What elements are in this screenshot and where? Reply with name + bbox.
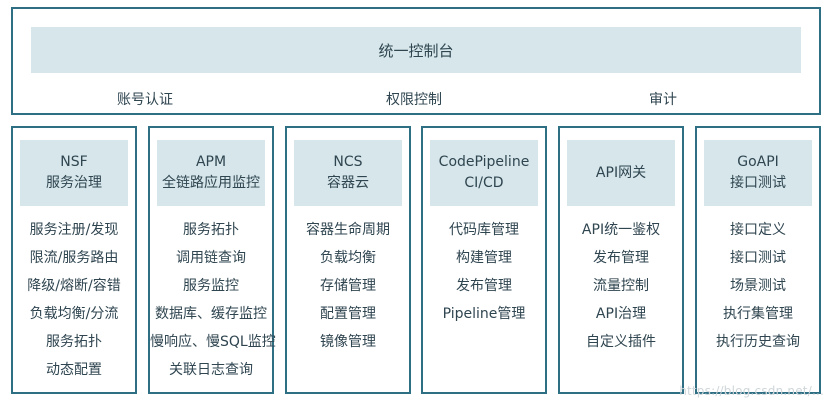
column-item-list: 容器生命周期 负载均衡 存储管理 配置管理 镜像管理 [287, 216, 409, 356]
column-header: NCS 容器云 [294, 140, 402, 206]
column-item-list: 接口定义 接口测试 场景测试 执行集管理 执行历史查询 [697, 216, 819, 356]
list-item: 接口定义 [730, 222, 786, 238]
column-header: NSF 服务治理 [20, 140, 128, 206]
list-item: 接口测试 [730, 250, 786, 266]
column-subtitle: 容器云 [327, 175, 369, 191]
console-item-account-auth: 账号认证 [117, 92, 173, 108]
list-item: 自定义插件 [586, 334, 656, 350]
list-item: 容器生命周期 [306, 222, 390, 238]
list-item: API治理 [595, 306, 647, 322]
console-item-audit: 审计 [649, 92, 677, 108]
list-item: 执行历史查询 [716, 334, 800, 350]
list-item: 动态配置 [46, 362, 102, 378]
column-header: API网关 [567, 140, 675, 206]
list-item: 配置管理 [320, 306, 376, 322]
list-item: 流量控制 [593, 278, 649, 294]
column-header: APM 全链路应用监控 [157, 140, 265, 206]
console-title: 统一控制台 [31, 27, 801, 73]
column-title: GoAPI [737, 154, 779, 170]
column-codepipeline: CodePipeline CI/CD 代码库管理 构建管理 发布管理 Pipel… [421, 126, 547, 394]
column-item-list: 服务拓扑 调用链查询 服务监控 数据库、缓存监控 慢响应、慢SQL监控 关联日志… [150, 216, 276, 384]
column-item-list: 服务注册/发现 限流/服务路由 降级/熔断/容错 负载均衡/分流 服务拓扑 动态… [13, 216, 135, 384]
list-item: 降级/熔断/容错 [27, 278, 121, 294]
list-item: 服务注册/发现 [29, 222, 119, 238]
column-subtitle: CI/CD [464, 175, 504, 191]
list-item: API统一鉴权 [581, 222, 661, 238]
column-title: APM [195, 154, 227, 170]
list-item: 负载均衡/分流 [29, 306, 119, 322]
column-subtitle: 全链路应用监控 [162, 175, 260, 191]
list-item: 存储管理 [320, 278, 376, 294]
list-item: 服务监控 [183, 278, 239, 294]
column-apm: APM 全链路应用监控 服务拓扑 调用链查询 服务监控 数据库、缓存监控 慢响应… [148, 126, 276, 394]
column-goapi: GoAPI 接口测试 接口定义 接口测试 场景测试 执行集管理 执行历史查询 [695, 126, 821, 394]
list-item: 限流/服务路由 [29, 250, 119, 266]
list-item: 数据库、缓存监控 [155, 306, 267, 322]
column-title: CodePipeline [438, 154, 530, 170]
column-title: NCS [333, 154, 363, 170]
watermark-text: https://blog.csdn.net/... [679, 384, 824, 398]
list-item: 发布管理 [456, 278, 512, 294]
column-header: CodePipeline CI/CD [430, 140, 538, 206]
list-item: 关联日志查询 [169, 362, 253, 378]
column-api-gateway: API网关 API统一鉴权 发布管理 流量控制 API治理 自定义插件 [558, 126, 684, 394]
console-item-permission-control: 权限控制 [386, 92, 442, 108]
list-item: 代码库管理 [449, 222, 519, 238]
column-subtitle: 接口测试 [730, 175, 786, 191]
column-item-list: 代码库管理 构建管理 发布管理 Pipeline管理 [423, 216, 545, 328]
list-item: 场景测试 [730, 278, 786, 294]
list-item: 负载均衡 [320, 250, 376, 266]
list-item: 执行集管理 [723, 306, 793, 322]
column-header: GoAPI 接口测试 [704, 140, 812, 206]
list-item: 发布管理 [593, 250, 649, 266]
column-subtitle: 服务治理 [46, 175, 102, 191]
list-item: 构建管理 [456, 250, 512, 266]
list-item: Pipeline管理 [442, 306, 526, 322]
list-item: 慢响应、慢SQL监控 [150, 334, 276, 350]
list-item: 调用链查询 [176, 250, 246, 266]
column-item-list: API统一鉴权 发布管理 流量控制 API治理 自定义插件 [560, 216, 682, 356]
column-ncs: NCS 容器云 容器生命周期 负载均衡 存储管理 配置管理 镜像管理 [285, 126, 411, 394]
column-title: NSF [60, 154, 88, 170]
list-item: 镜像管理 [320, 334, 376, 350]
column-title: API网关 [595, 164, 647, 181]
unified-console-panel: 统一控制台 账号认证 权限控制 审计 [11, 7, 821, 115]
column-nsf: NSF 服务治理 服务注册/发现 限流/服务路由 降级/熔断/容错 负载均衡/分… [11, 126, 137, 394]
list-item: 服务拓扑 [46, 334, 102, 350]
list-item: 服务拓扑 [183, 222, 239, 238]
